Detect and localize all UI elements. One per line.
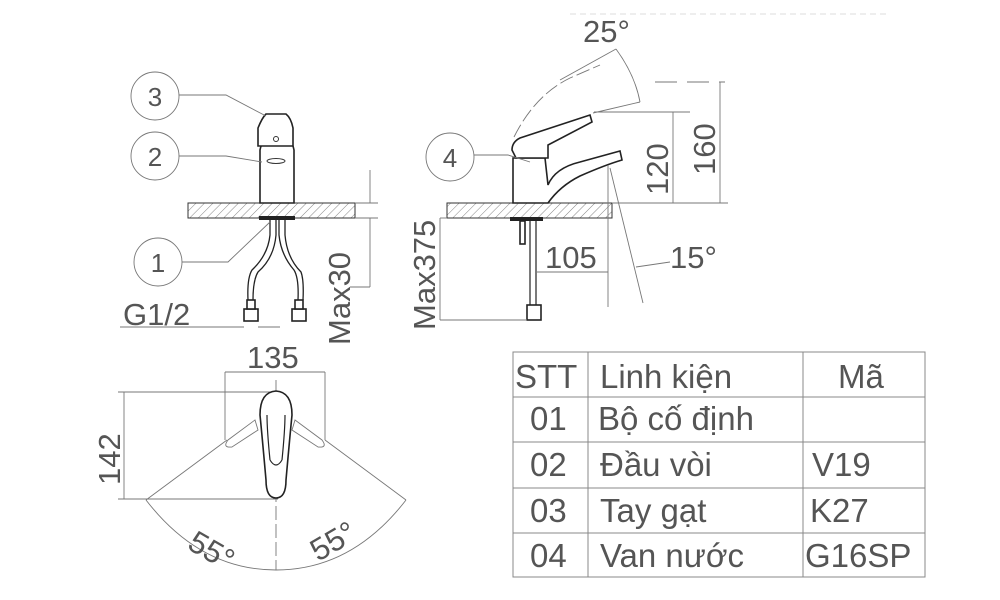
faucet-body-side [512, 150, 623, 204]
hose-left [247, 218, 277, 301]
max-hose-length-label: Max375 [407, 220, 442, 330]
lever-side [511, 113, 593, 159]
callout-4-label: 4 [443, 143, 457, 173]
callout-3-label: 3 [148, 82, 162, 112]
thread-size-label: G1/2 [123, 297, 190, 332]
callout-3 [130, 71, 180, 121]
row-2-stt: 02 [530, 446, 567, 483]
parts-table-text: STT Linh kiện Mã 01 Bộ cố định 02 Đầu vò… [515, 358, 911, 574]
lever-raised-outline [513, 64, 601, 138]
lever-top [259, 390, 293, 499]
lever-angle-label: 25° [583, 14, 630, 49]
mounting-plate [259, 216, 295, 220]
callout-4 [425, 132, 475, 182]
rotation-left-label: 55° [183, 524, 241, 578]
callout-1-label: 1 [151, 248, 165, 278]
row-2-code: V19 [812, 446, 871, 483]
top-view: 135 142 55° 55° [92, 340, 407, 578]
width-label: 135 [247, 340, 299, 375]
row-4-code: G16SP [805, 537, 911, 574]
spout-angle-label: 15° [670, 240, 717, 275]
hose-nut-right [291, 308, 307, 322]
parts-table [512, 351, 926, 578]
countertop-section [187, 202, 356, 219]
spout-reach-label: 105 [545, 240, 597, 275]
row-2-component: Đầu vòi [600, 446, 712, 483]
countertop-section-side [446, 202, 613, 219]
row-3-component: Tay gạt [600, 492, 706, 529]
hose-nut-side [526, 304, 542, 321]
rotation-right-label: 55° [304, 514, 362, 568]
hose-right [278, 218, 304, 301]
row-1-stt: 01 [530, 400, 567, 437]
header-stt: STT [515, 358, 577, 395]
row-3-code: K27 [810, 492, 869, 529]
spout-height-label: 120 [640, 143, 675, 195]
row-4-stt: 04 [530, 537, 567, 574]
header-code: Mã [838, 358, 884, 395]
faucet-body [259, 137, 295, 204]
header-component: Linh kiện [600, 358, 732, 395]
callout-2-label: 2 [148, 142, 162, 172]
lever-handle [257, 113, 294, 147]
front-view: 3 2 1 G1/2 Max30 [120, 71, 378, 345]
row-4-component: Van nước [600, 537, 744, 574]
depth-label: 142 [92, 433, 127, 485]
total-height-label: 160 [687, 123, 722, 175]
max-thickness-label: Max30 [322, 252, 357, 345]
side-view: 4 25° 120 160 105 15° Max375 [407, 14, 728, 330]
row-3-stt: 03 [530, 492, 567, 529]
hose-nut-left [243, 308, 259, 322]
row-1-component: Bộ cố định [598, 400, 754, 437]
